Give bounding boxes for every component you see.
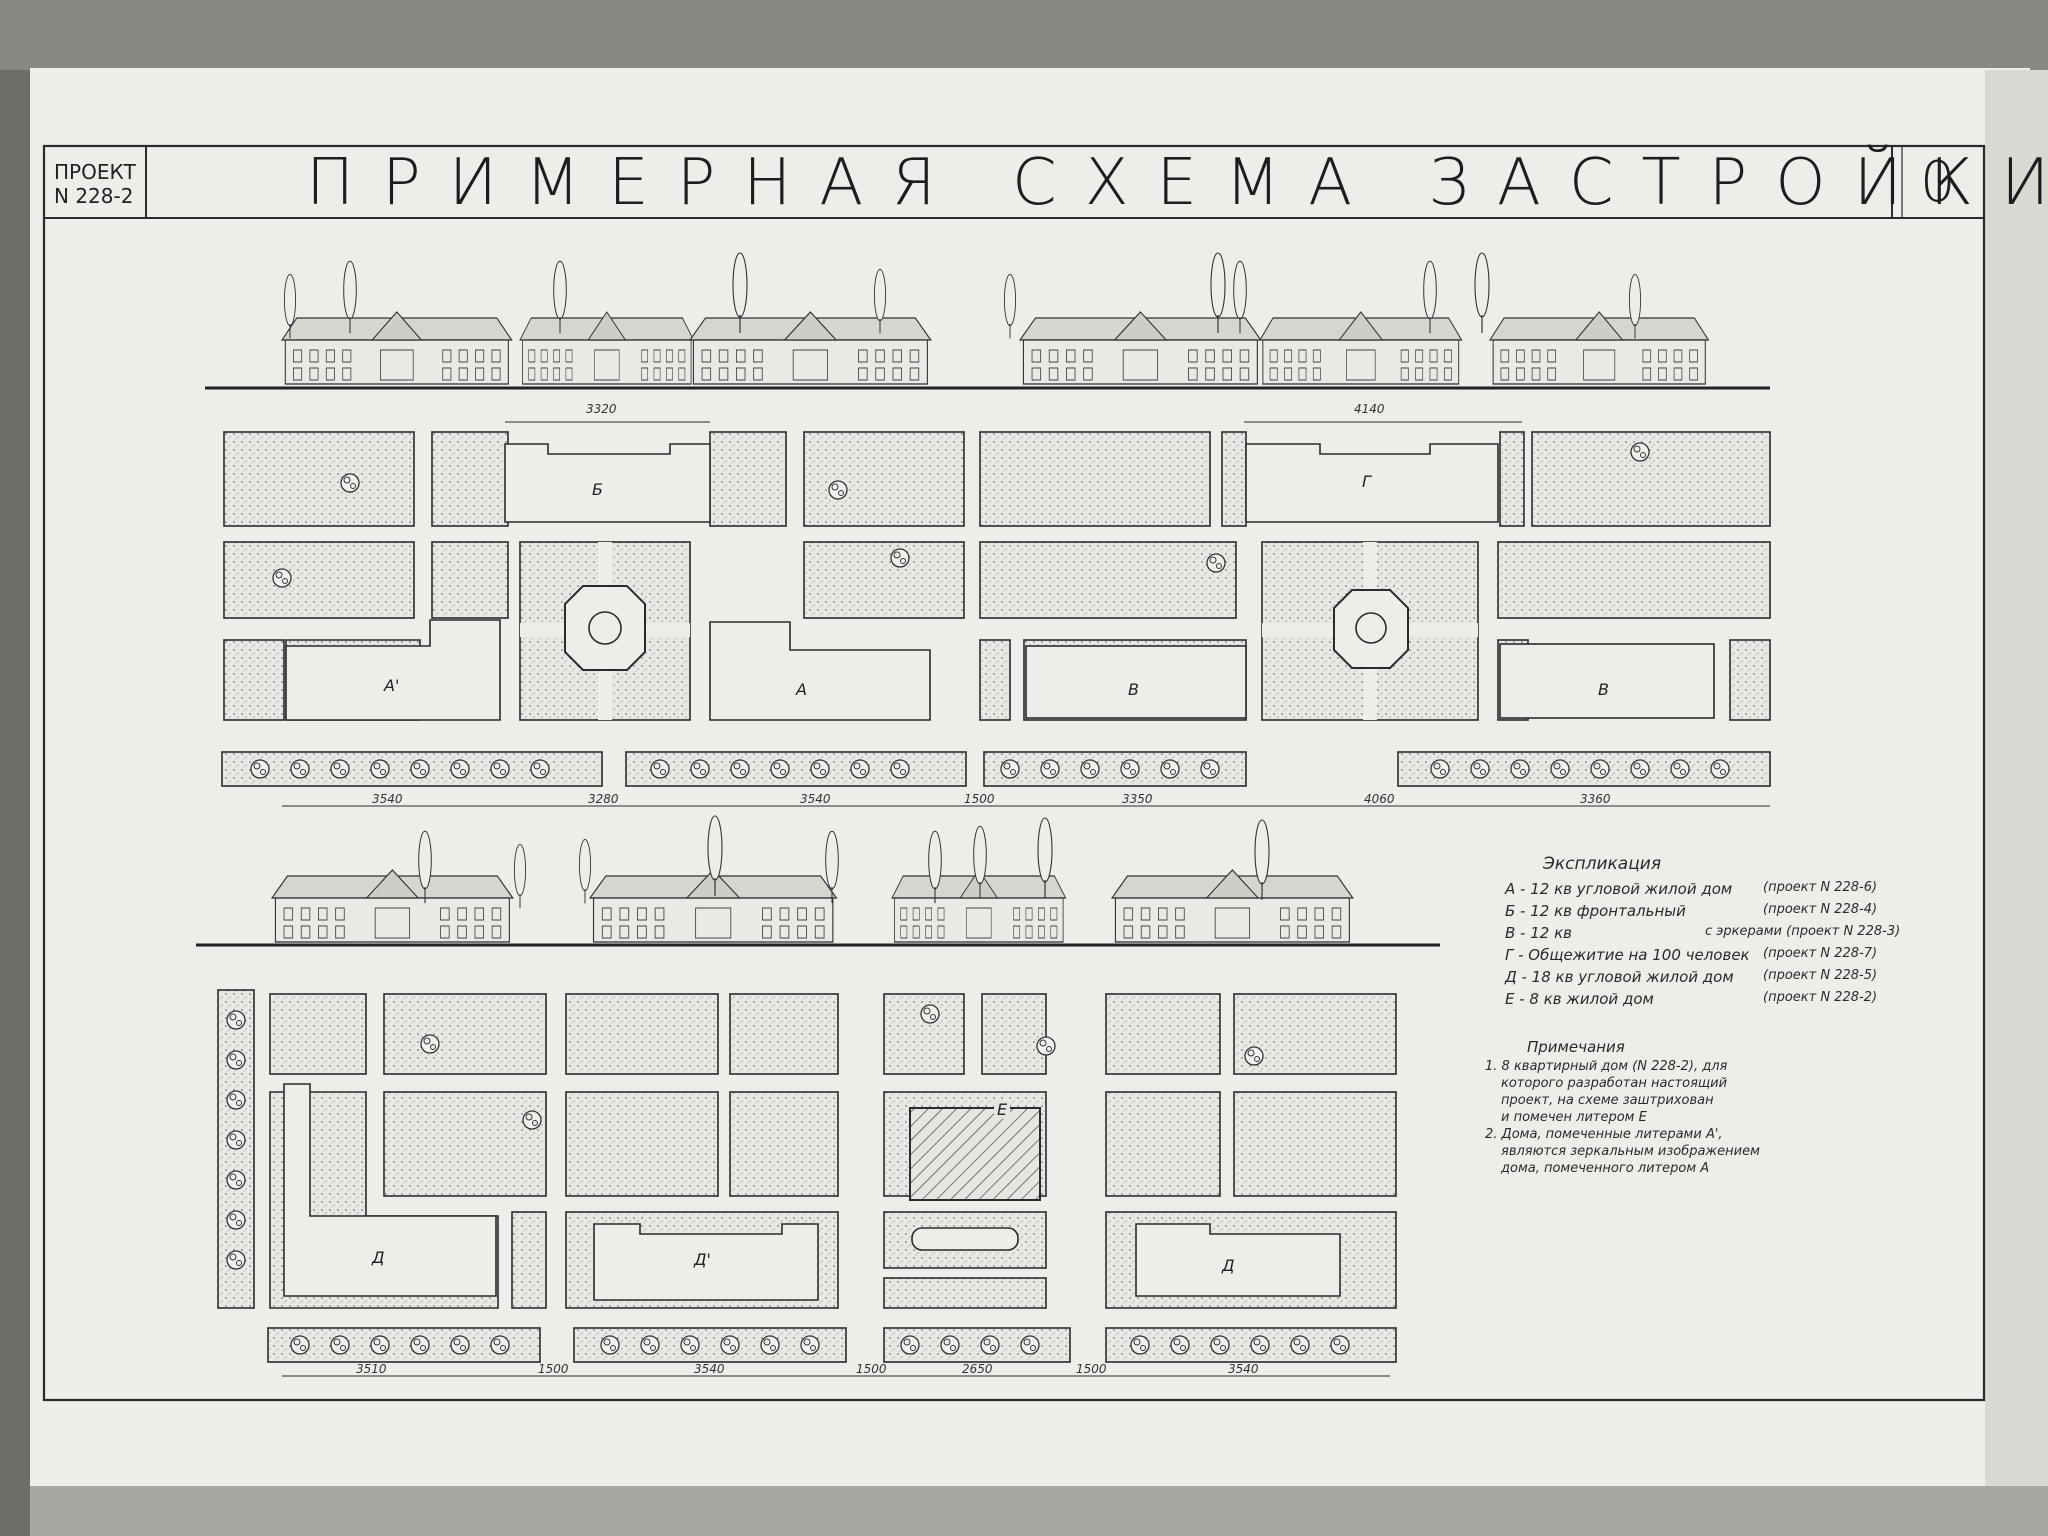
legend-item: Б - 12 кв фронтальный (проект N 228-4)	[1505, 902, 1885, 924]
dim-top-2: 4140	[1354, 402, 1385, 416]
block-letter-d-2: Д	[1222, 1256, 1235, 1275]
dim-bottom-1: 3540	[372, 792, 403, 806]
legend-item: Е - 8 кв жилой дом (проект N 228-2)	[1505, 990, 1885, 1012]
dim-lower-3: 3540	[694, 1362, 725, 1376]
legend-title: Экспликация	[1543, 854, 1662, 874]
dim-lower-7: 3540	[1228, 1362, 1259, 1376]
legend-item: А - 12 кв угловой жилой дом (проект N 22…	[1505, 880, 1885, 902]
block-letter-d-mirror: Д'	[694, 1250, 711, 1269]
legend-item-label: Д - 18 кв угловой жилой дом	[1505, 968, 1734, 986]
dim-bottom-4: 1500	[964, 792, 995, 806]
legend-item-label: А - 12 кв угловой жилой дом	[1505, 880, 1733, 898]
top-site-plan	[221, 421, 1771, 807]
top-elevation	[205, 252, 1770, 390]
legend-item-project: с эркерами (проект N 228-3)	[1705, 924, 1901, 939]
notes: Примечания 1. 8 квартирный дом (N 228-2)…	[1485, 1038, 1805, 1177]
dim-top-1: 3320	[586, 402, 617, 416]
dim-lower-4: 1500	[856, 1362, 887, 1376]
dim-lower-5: 2650	[962, 1362, 993, 1376]
legend-item-label: Е - 8 кв жилой дом	[1505, 990, 1654, 1008]
dim-bottom-6: 4060	[1364, 792, 1395, 806]
dim-bottom-2: 3280	[588, 792, 619, 806]
project-label: ПРОЕКТ N 228-2	[54, 160, 136, 208]
bottom-elevation	[196, 815, 1440, 947]
note-line: дома, помеченного литером А	[1501, 1161, 1710, 1176]
note-line: являются зеркальным изображением	[1501, 1144, 1760, 1159]
legend-item: Г - Общежитие на 100 человек (проект N 2…	[1505, 946, 1885, 968]
legend-item-label: Б - 12 кв фронтальный	[1505, 902, 1686, 920]
block-letter-v-2: В	[1598, 680, 1609, 699]
block-letter-a: А	[796, 680, 807, 699]
legend-item-label: Г - Общежитие на 100 человек	[1505, 946, 1750, 964]
note-line: и помечен литером Е	[1501, 1110, 1647, 1125]
note-line: 1. 8 квартирный дом (N 228-2), для	[1485, 1059, 1728, 1074]
block-letter-e: Е	[994, 1100, 1011, 1119]
legend-item-project: (проект N 228-2)	[1763, 990, 1878, 1005]
block-letter-g: Г	[1362, 472, 1371, 491]
legend-item: Д - 18 кв угловой жилой дом (проект N 22…	[1505, 968, 1885, 990]
note-line: проект, на схеме заштрихован	[1501, 1093, 1714, 1108]
project-label-line2: N 228-2	[54, 184, 134, 208]
legend-item-project: (проект N 228-7)	[1763, 946, 1878, 961]
block-letter-d-1: Д	[372, 1248, 385, 1267]
project-label-line1: ПРОЕКТ	[54, 160, 136, 184]
block-letter-a-mirror: А'	[384, 676, 400, 695]
block-letter-b: Б	[592, 480, 603, 499]
legend-item: В - 12 кв с эркерами (проект N 228-3)	[1505, 924, 1900, 946]
sheet-number: 0	[1920, 150, 1956, 215]
drawing-title: ПРИМЕРНАЯ СХЕМА ЗАСТРОЙКИ	[306, 146, 2048, 220]
legend-item-project: (проект N 228-5)	[1763, 968, 1878, 983]
legend-item-label: В - 12 кв	[1505, 924, 1572, 942]
note-line: которого разработан настоящий	[1501, 1076, 1728, 1091]
legend: Экспликация А - 12 кв угловой жилой дом …	[1505, 854, 1900, 1012]
dim-lower-6: 1500	[1076, 1362, 1107, 1376]
notes-title: Примечания	[1527, 1038, 1625, 1056]
bottom-site-plan	[217, 989, 1397, 1377]
dim-bottom-3: 3540	[800, 792, 831, 806]
note-line: 2. Дома, помеченные литерами А',	[1485, 1127, 1723, 1142]
legend-item-project: (проект N 228-4)	[1763, 902, 1878, 917]
block-letter-v-1: В	[1128, 680, 1139, 699]
dim-bottom-5: 3350	[1122, 792, 1153, 806]
dim-lower-1: 3510	[356, 1362, 387, 1376]
dim-lower-2: 1500	[538, 1362, 569, 1376]
dim-bottom-7: 3360	[1580, 792, 1611, 806]
legend-item-project: (проект N 228-6)	[1763, 880, 1878, 895]
